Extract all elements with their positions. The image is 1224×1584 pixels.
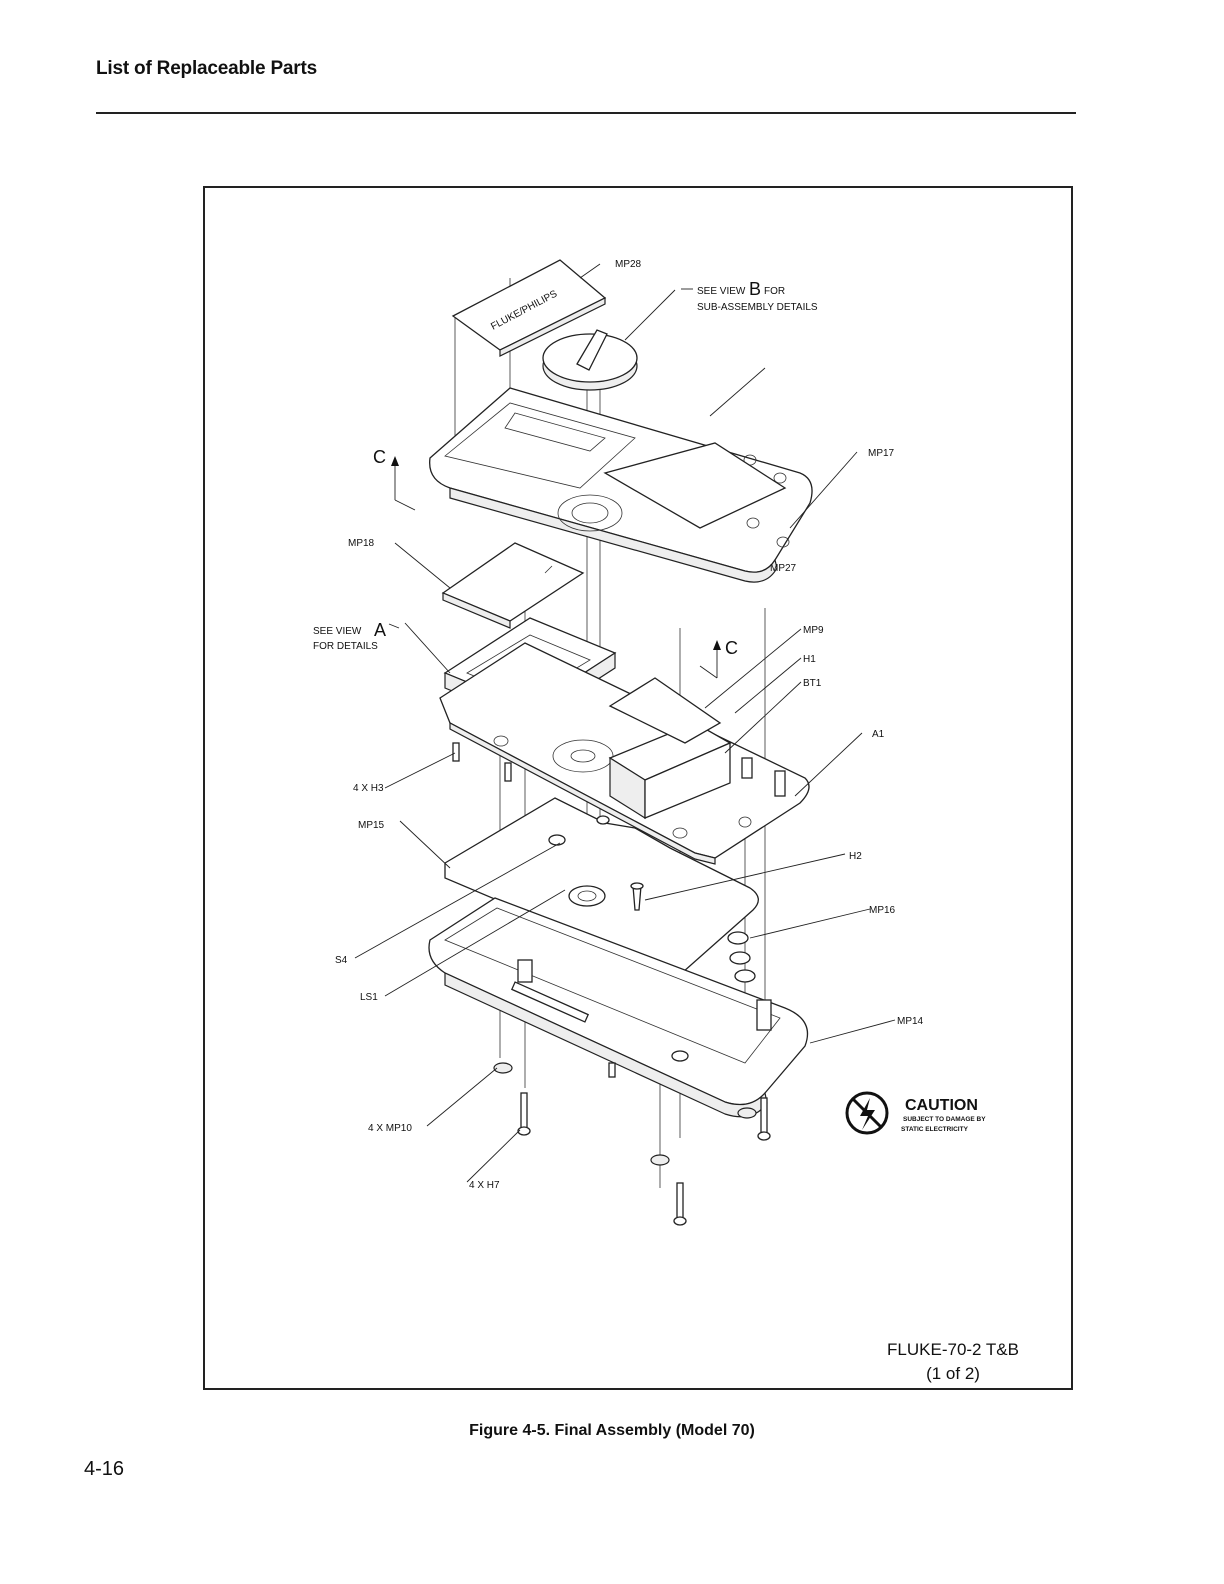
caution-line2: STATIC ELECTRICITY <box>901 1126 969 1133</box>
label-mp9: MP9 <box>803 625 824 636</box>
figure-caption: Figure 4-5. Final Assembly (Model 70) <box>0 1422 1224 1440</box>
label-ls1: LS1 <box>360 992 378 1003</box>
label-mp17: MP17 <box>868 448 895 459</box>
caution-line1: SUBJECT TO DAMAGE BY <box>903 1116 986 1123</box>
view-a-note: SEE VIEW A FOR DETAILS <box>313 620 399 652</box>
svg-text:SUB-ASSEMBLY DETAILS: SUB-ASSEMBLY DETAILS <box>697 302 818 313</box>
label-mp27: MP27 <box>770 563 797 574</box>
svg-text:SEE VIEW: SEE VIEW <box>697 286 746 297</box>
section-title: List of Replaceable Parts <box>96 58 317 80</box>
o-rings-mp16 <box>728 932 755 982</box>
svg-text:SEE VIEW: SEE VIEW <box>313 626 362 637</box>
svg-text:FOR: FOR <box>764 286 785 297</box>
label-bt1: BT1 <box>803 678 822 689</box>
svg-text:C: C <box>373 447 386 467</box>
top-case <box>430 388 812 582</box>
figure-frame: FLUKE/PHILIPS C <box>203 186 1073 1390</box>
view-b-note: SEE VIEW B FOR SUB-ASSEMBLY DETAILS <box>681 279 818 313</box>
figure-id-line1: FLUKE-70-2 T&B <box>887 1338 1019 1362</box>
svg-text:B: B <box>749 279 761 299</box>
label-h1: H1 <box>803 654 816 665</box>
label-a1: A1 <box>872 729 885 740</box>
header-rule <box>96 112 1076 114</box>
label-mp10: 4 X MP10 <box>368 1123 412 1134</box>
caution-title: CAUTION <box>905 1097 978 1114</box>
label-h3: 4 X H3 <box>353 783 384 794</box>
label-s4: S4 <box>335 955 348 966</box>
rotary-knob <box>543 330 637 390</box>
label-mp16: MP16 <box>869 905 896 916</box>
figure-id-line2: (1 of 2) <box>887 1362 1019 1386</box>
label-h7: 4 X H7 <box>469 1180 500 1191</box>
exploded-assembly-diagram: FLUKE/PHILIPS C <box>205 188 1071 1388</box>
label-mp18: MP18 <box>348 538 375 549</box>
lcd-window-mp18 <box>443 543 583 628</box>
section-marker-upper: C <box>373 447 415 510</box>
figure-id: FLUKE-70-2 T&B (1 of 2) <box>887 1338 1019 1386</box>
svg-text:C: C <box>725 638 738 658</box>
caution-block: CAUTION SUBJECT TO DAMAGE BY STATIC ELEC… <box>847 1093 986 1133</box>
label-mp14: MP14 <box>897 1016 924 1027</box>
page-number: 4-16 <box>84 1458 124 1481</box>
label-mp28: MP28 <box>615 259 642 270</box>
label-h2: H2 <box>849 851 862 862</box>
section-marker-lower: C <box>700 638 738 678</box>
svg-text:FOR DETAILS: FOR DETAILS <box>313 641 378 652</box>
svg-text:A: A <box>374 620 386 640</box>
label-mp15: MP15 <box>358 820 385 831</box>
